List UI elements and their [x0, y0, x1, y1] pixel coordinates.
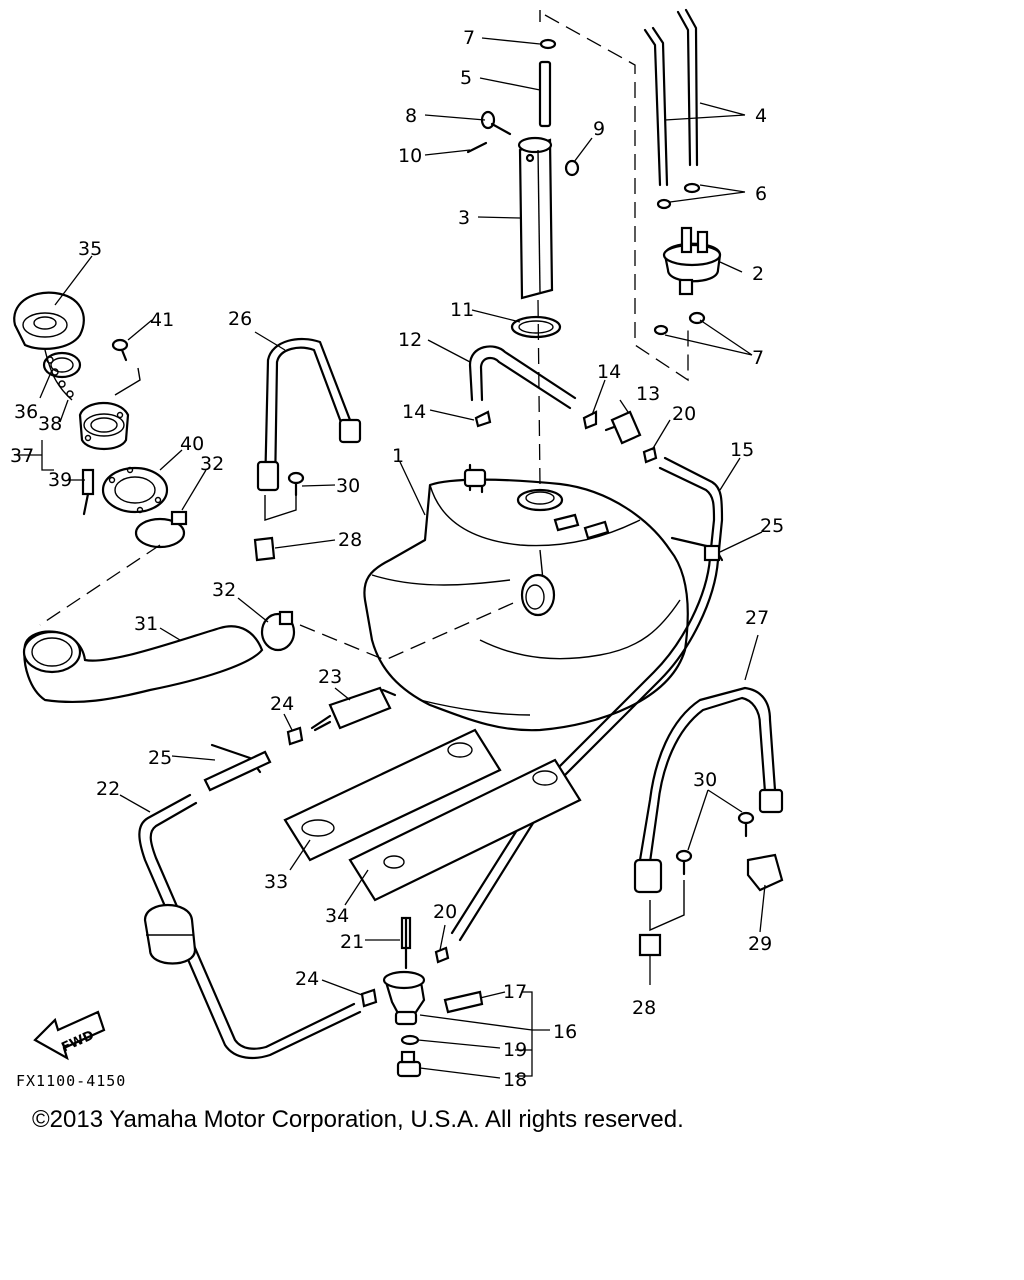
callout-30b: 30 — [693, 769, 717, 791]
figure-code: FX1100-4150 — [16, 1072, 127, 1090]
part-38-chain — [44, 349, 74, 401]
callout-18: 18 — [503, 1069, 527, 1091]
part-25-tie — [203, 536, 724, 792]
guide-lines — [39, 10, 689, 932]
part-24-clips — [286, 726, 378, 1008]
part-6-clips — [656, 182, 701, 210]
part-33-pad — [283, 728, 502, 862]
part-35-fuel-cap — [13, 291, 85, 350]
callout-6: 6 — [755, 183, 767, 205]
part-20-clips — [434, 446, 658, 964]
part-39-fitting — [81, 468, 95, 516]
callout-31: 31 — [134, 613, 158, 635]
part-30-bolts — [287, 471, 755, 876]
part-16-fuel-filter — [382, 970, 426, 1026]
callout-34: 34 — [325, 905, 349, 927]
callout-13: 13 — [636, 383, 660, 405]
part-29-clamp — [746, 853, 784, 892]
callout-32b: 32 — [212, 579, 236, 601]
part-12-hose — [468, 345, 577, 410]
callout-21: 21 — [340, 931, 364, 953]
part-1-fuel-tank — [363, 463, 689, 732]
part-37-filler-neck — [78, 401, 130, 451]
part-17-bracket — [443, 990, 484, 1014]
callout-29: 29 — [748, 933, 772, 955]
callout-20a: 20 — [672, 403, 696, 425]
leader-lines — [18, 37, 766, 1079]
callout-27: 27 — [745, 607, 769, 629]
part-27-strap — [633, 686, 784, 894]
part-34-pad — [348, 758, 582, 902]
part-26-strap — [256, 338, 362, 492]
callout-40: 40 — [180, 433, 204, 455]
callout-37: 37 — [10, 445, 34, 467]
callout-4: 4 — [755, 105, 767, 127]
callout-41: 41 — [150, 309, 174, 331]
part-41-screw — [111, 338, 129, 362]
part-18-cap — [396, 1050, 422, 1078]
part-15-hose — [450, 456, 724, 942]
callout-26: 26 — [228, 308, 252, 330]
callout-14a: 14 — [597, 361, 621, 383]
callout-15: 15 — [730, 439, 754, 461]
callout-5: 5 — [460, 67, 472, 89]
callout-38: 38 — [38, 413, 62, 435]
callout-17: 17 — [503, 981, 527, 1003]
callout-25b: 25 — [760, 515, 784, 537]
callout-labels: 1 2 3 4 5 6 7 7 8 9 10 11 12 13 14 14 15… — [10, 27, 784, 1091]
callout-1: 1 — [392, 445, 404, 467]
part-3-pipe — [517, 136, 554, 300]
part-23-sender — [310, 686, 397, 732]
callout-28b: 28 — [632, 997, 656, 1019]
callout-35: 35 — [78, 238, 102, 260]
part-40-gasket — [101, 466, 169, 514]
fuel-tank-exploded-diagram: 1 2 3 4 5 6 7 7 8 9 10 11 12 13 14 14 15… — [10, 8, 784, 1091]
callout-10: 10 — [398, 145, 422, 167]
part-2-valve — [662, 226, 722, 296]
fwd-arrow — [33, 1010, 106, 1061]
part-4-hoses — [643, 8, 699, 187]
callout-8: 8 — [405, 105, 417, 127]
part-19-o-ring — [400, 1034, 420, 1046]
callout-36: 36 — [14, 401, 38, 423]
part-28-bracket — [253, 536, 662, 957]
callout-30a: 30 — [336, 475, 360, 497]
part-21-fitting — [400, 916, 412, 970]
copyright-notice: ©2013 Yamaha Motor Corporation, U.S.A. A… — [32, 1106, 684, 1133]
callout-7a: 7 — [463, 27, 475, 49]
callout-32a: 32 — [200, 453, 224, 475]
callout-33: 33 — [264, 871, 288, 893]
callout-19: 19 — [503, 1039, 527, 1061]
callout-3: 3 — [458, 207, 470, 229]
callout-28a: 28 — [338, 529, 362, 551]
callout-2: 2 — [752, 263, 764, 285]
callout-25a: 25 — [148, 747, 172, 769]
part-10-pin — [466, 141, 488, 154]
callout-24b: 24 — [295, 968, 319, 990]
callout-20b: 20 — [433, 901, 457, 923]
callout-11: 11 — [450, 299, 474, 321]
part-31-hose — [22, 625, 264, 704]
callout-9: 9 — [593, 118, 605, 140]
callout-16: 16 — [553, 1021, 577, 1043]
part-13-check-valve — [604, 410, 642, 445]
callout-12: 12 — [398, 329, 422, 351]
part-9-washer — [564, 159, 580, 177]
part-22-hose — [138, 793, 362, 1060]
part-14-clips — [474, 410, 598, 430]
callout-22: 22 — [96, 778, 120, 800]
part-32-clamps — [134, 510, 296, 652]
callout-24a: 24 — [270, 693, 294, 715]
part-5-rod — [538, 60, 552, 128]
callout-23: 23 — [318, 666, 342, 688]
callout-39: 39 — [48, 469, 72, 491]
callout-7b: 7 — [752, 347, 764, 369]
callout-14b: 14 — [402, 401, 426, 423]
part-8-bolt — [480, 110, 512, 136]
part-11-clamp — [510, 315, 562, 339]
